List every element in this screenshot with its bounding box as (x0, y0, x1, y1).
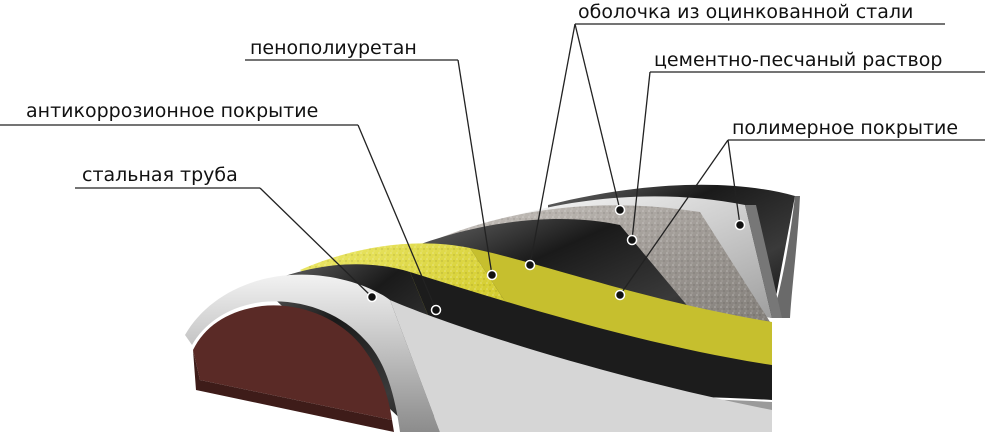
leader-steel (259, 187, 373, 298)
leader-polymer-b (727, 139, 741, 226)
leader-galvanized-a (529, 23, 576, 266)
steel-pipe-layer (185, 274, 772, 432)
label-steel-pipe: стальная труба (82, 164, 238, 186)
leader-polymer-a (619, 139, 729, 296)
dot-steel (366, 291, 378, 303)
dot-ppu (486, 269, 498, 281)
label-ppu-foam: пенополиуретан (250, 37, 417, 59)
dot-cement (626, 234, 638, 246)
leader-galvanized-b (574, 23, 621, 211)
leader-ppu (457, 59, 493, 276)
label-polymer-coating: полимерное покрытие (732, 117, 958, 139)
dot-anticorrosion (430, 304, 442, 316)
dot-galvanized-a (524, 259, 536, 271)
leader-anticorrosion (357, 124, 437, 311)
dot-polymer-b (734, 219, 746, 231)
dot-galvanized-b (614, 204, 626, 216)
label-galvanized-shell: оболочка из оцинкованной стали (578, 1, 913, 23)
pipe-interior (193, 305, 394, 432)
label-cement-sand: цементно-песчаный раствор (654, 49, 942, 71)
leader-lines (0, 23, 985, 311)
dot-polymer-a (614, 289, 626, 301)
leader-dots (366, 204, 746, 316)
label-anticorrosion: антикоррозионное покрытие (26, 100, 318, 122)
leader-cement (631, 71, 651, 241)
